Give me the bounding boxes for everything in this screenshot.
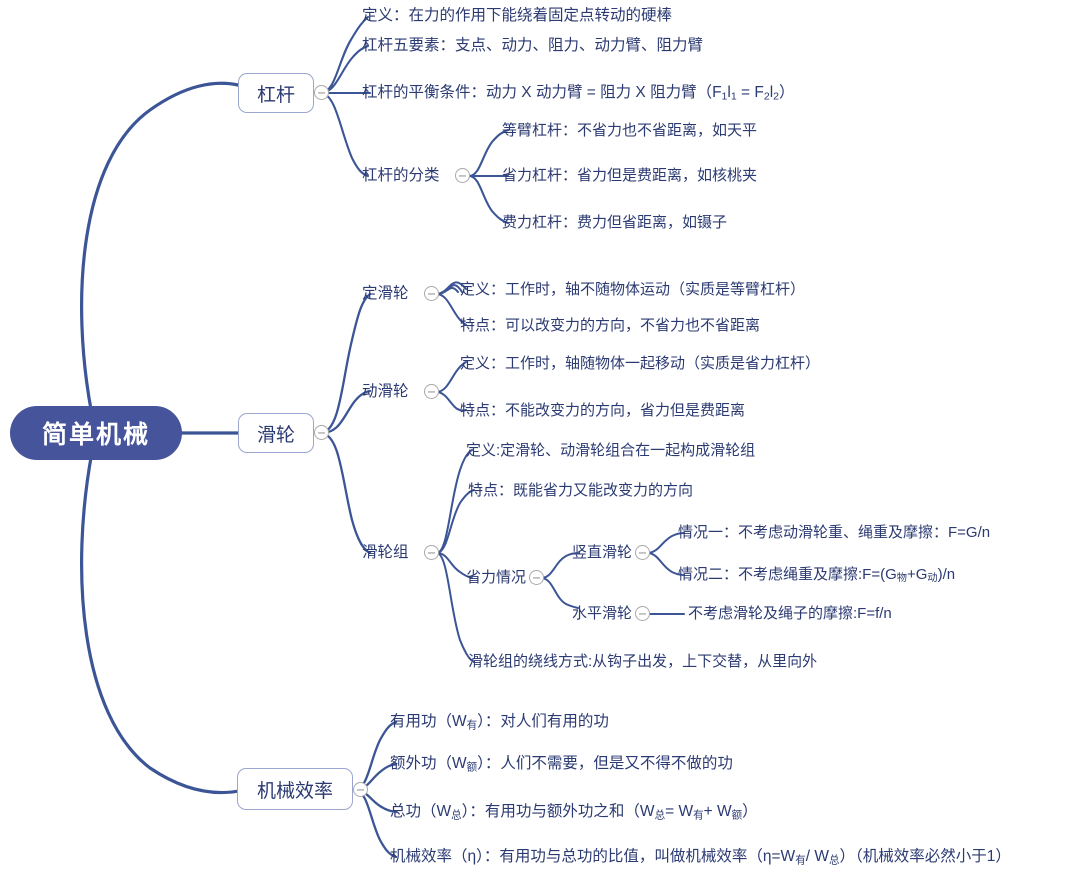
leaf-force-saving-cases-label: 省力情况 bbox=[466, 569, 527, 586]
leaf-vertical-pulley[interactable]: 竖直滑轮 bbox=[572, 545, 632, 560]
leaf-lever-five-elements-label: 杠杆五要素：支点、动力、阻力、动力臂、阻力臂 bbox=[362, 37, 704, 54]
leaf-rope-winding-method[interactable]: 滑轮组的绕线方式:从钩子出发，上下交替，从里向外 bbox=[468, 654, 817, 669]
leaf-rope-winding-method-label: 滑轮组的绕线方式:从钩子出发，上下交替，从里向外 bbox=[468, 653, 818, 670]
leaf-extra-work[interactable]: 额外功（W额）：人们不需要，但是又不得不做的功 bbox=[390, 755, 733, 774]
leaf-pulley-system-feature[interactable]: 特点：既能省力又能改变力的方向 bbox=[468, 483, 693, 498]
leaf-vertical-pulley-label: 竖直滑轮 bbox=[572, 544, 633, 561]
leaf-fixed-pulley[interactable]: 定滑轮 bbox=[362, 286, 409, 302]
leaf-horizontal-case-label: 不考虑滑轮及绳子的摩擦:F=f/n bbox=[688, 605, 892, 622]
leaf-movable-pulley-definition[interactable]: 定义：工作时，轴随物体一起移动（实质是省力杠杆） bbox=[460, 356, 820, 371]
leaf-lever-definition[interactable]: 定义：在力的作用下能绕着固定点转动的硬棒 bbox=[362, 8, 672, 24]
leaf-movable-pulley-feature[interactable]: 特点：不能改变力的方向，省力但是费距离 bbox=[460, 403, 745, 418]
wire-eff-c4 bbox=[353, 788, 398, 859]
leaf-useful-work[interactable]: 有用功（W有）：对人们有用的功 bbox=[390, 713, 609, 732]
leaf-pulley-system-feature-label: 特点：既能省力又能改变力的方向 bbox=[468, 482, 694, 499]
branch-node-pulley-label: 滑轮 bbox=[256, 424, 295, 446]
toggle-lever[interactable] bbox=[314, 85, 329, 100]
wire-pulley-c1 bbox=[319, 292, 372, 435]
leaf-lever-classification-label: 杠杆的分类 bbox=[362, 167, 440, 184]
leaf-lever-classification[interactable]: 杠杆的分类 bbox=[362, 168, 440, 184]
wire-pulleyset-c2 bbox=[436, 489, 475, 554]
toggle-efficiency[interactable] bbox=[353, 782, 368, 797]
root-node[interactable]: 简单机械 bbox=[10, 406, 182, 460]
leaf-force-costing-lever[interactable]: 费力杠杆：费力但省距离，如镊子 bbox=[502, 215, 727, 230]
toggle-pulley-system[interactable] bbox=[424, 545, 439, 560]
leaf-fixed-pulley-definition-label: 定义：工作时，轴不随物体运动（实质是等臂杠杆） bbox=[460, 281, 806, 298]
toggle-fixed-pulley[interactable] bbox=[424, 286, 439, 301]
leaf-mechanical-efficiency[interactable]: 机械效率（η）：有用功与总功的比值，叫做机械效率（η=W有/ W总）（机械效率必… bbox=[390, 848, 1011, 867]
leaf-fixed-pulley-feature[interactable]: 特点：可以改变力的方向，不省力也不省距离 bbox=[460, 318, 760, 333]
leaf-horizontal-pulley[interactable]: 水平滑轮 bbox=[572, 606, 632, 621]
leaf-total-work[interactable]: 总功（W总）：有用功与额外功之和（W总= W有+ W额） bbox=[390, 803, 758, 822]
leaf-horizontal-pulley-label: 水平滑轮 bbox=[572, 605, 633, 622]
wire-lever-c4 bbox=[319, 91, 370, 178]
branch-node-pulley[interactable]: 滑轮 bbox=[238, 413, 314, 453]
leaf-fixed-pulley-label: 定滑轮 bbox=[362, 285, 409, 302]
root-node-label: 简单机械 bbox=[41, 421, 150, 449]
toggle-movable-pulley[interactable] bbox=[424, 384, 439, 399]
toggle-vertical-pulley[interactable] bbox=[635, 545, 650, 560]
wire-lever-c1 bbox=[319, 15, 370, 95]
leaf-equal-arm-lever-label: 等臂杠杆：不省力也不省距离，如天平 bbox=[502, 122, 758, 139]
leaf-force-saving-lever[interactable]: 省力杠杆：省力但是费距离，如核桃夹 bbox=[502, 168, 757, 183]
leaf-pulley-system-definition-label: 定义:定滑轮、动滑轮组合在一起构成滑轮组 bbox=[466, 442, 756, 459]
leaf-pulley-system-label: 滑轮组 bbox=[362, 544, 409, 561]
leaf-movable-pulley-label: 动滑轮 bbox=[362, 383, 409, 400]
branch-node-lever-label: 杠杆 bbox=[256, 84, 295, 106]
branch-node-efficiency-label: 机械效率 bbox=[256, 780, 333, 802]
leaf-lever-balance-condition[interactable]: 杠杆的平衡条件：动力 X 动力臂 = 阻力 X 阻力臂（F1l1 = F2l2） bbox=[362, 84, 795, 103]
leaf-fixed-pulley-feature-label: 特点：可以改变力的方向，不省力也不省距离 bbox=[460, 317, 761, 334]
leaf-lever-definition-label: 定义：在力的作用下能绕着固定点转动的硬棒 bbox=[362, 7, 673, 24]
leaf-movable-pulley-definition-label: 定义：工作时，轴随物体一起移动（实质是省力杠杆） bbox=[460, 355, 821, 372]
leaf-force-costing-lever-label: 费力杠杆：费力但省距离，如镊子 bbox=[502, 214, 728, 231]
leaf-movable-pulley-feature-label: 特点：不能改变力的方向，省力但是费距离 bbox=[460, 402, 746, 419]
wire-pulley-c3 bbox=[319, 431, 372, 555]
leaf-pulley-system[interactable]: 滑轮组 bbox=[362, 545, 409, 561]
toggle-lever-classification[interactable] bbox=[455, 168, 470, 183]
leaf-force-saving-lever-label: 省力杠杆：省力但是费距离，如核桃夹 bbox=[502, 167, 758, 184]
toggle-horizontal-pulley[interactable] bbox=[635, 606, 650, 621]
leaf-pulley-system-definition[interactable]: 定义:定滑轮、动滑轮组合在一起构成滑轮组 bbox=[466, 443, 755, 458]
leaf-lever-five-elements[interactable]: 杠杆五要素：支点、动力、阻力、动力臂、阻力臂 bbox=[362, 38, 703, 54]
leaf-force-saving-cases[interactable]: 省力情况 bbox=[466, 570, 526, 585]
leaf-vertical-case-one-label: 情况一：不考虑动滑轮重、绳重及摩擦：F=G/n bbox=[678, 524, 991, 541]
wire-lever-c2 bbox=[319, 44, 370, 95]
leaf-fixed-pulley-definition[interactable]: 定义：工作时，轴不随物体运动（实质是等臂杠杆） bbox=[460, 282, 805, 297]
leaf-vertical-case-two[interactable]: 情况二：不考虑绳重及摩擦:F=(G物+G动)/n bbox=[678, 566, 956, 585]
wire-root-to-efficiency bbox=[80, 450, 246, 795]
toggle-pulley[interactable] bbox=[314, 425, 329, 440]
wire-root-to-lever bbox=[80, 81, 240, 417]
wire-pulleyset-c1 bbox=[436, 449, 473, 554]
leaf-horizontal-case[interactable]: 不考虑滑轮及绳子的摩擦:F=f/n bbox=[688, 606, 892, 621]
branch-node-lever[interactable]: 杠杆 bbox=[238, 73, 314, 113]
branch-node-efficiency[interactable]: 机械效率 bbox=[237, 768, 353, 810]
leaf-equal-arm-lever[interactable]: 等臂杠杆：不省力也不省距离，如天平 bbox=[502, 123, 757, 138]
leaf-movable-pulley[interactable]: 动滑轮 bbox=[362, 384, 409, 400]
wire-savingforce-c2 bbox=[541, 577, 579, 609]
wire-fixedpulley-brace bbox=[436, 284, 463, 295]
leaf-vertical-case-one[interactable]: 情况一：不考虑动滑轮重、绳重及摩擦：F=G/n bbox=[678, 525, 990, 540]
toggle-force-saving-cases[interactable] bbox=[529, 570, 544, 585]
